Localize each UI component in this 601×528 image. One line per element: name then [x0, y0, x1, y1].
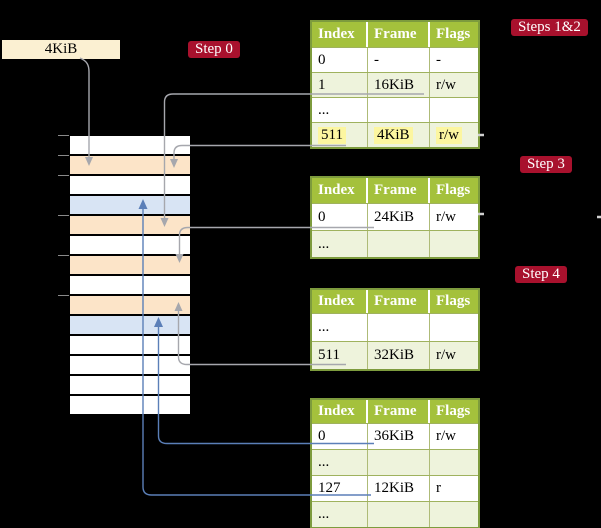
cell-frame: 4KiB [368, 123, 430, 147]
cell-index: 511 [312, 342, 368, 369]
memory-tick [58, 135, 69, 136]
page-table-steps12: Index Frame Flags 0 - - 1 16KiB r/w ... … [310, 20, 480, 149]
physical-memory-stack [70, 136, 190, 416]
cell-frame: 32KiB [368, 342, 430, 369]
edge-mark [478, 133, 601, 219]
cell-index: 1 [312, 73, 368, 97]
col-header-index: Index [312, 178, 368, 203]
memory-row-white [70, 136, 190, 156]
memory-row-white [70, 336, 190, 356]
col-header-index: Index [312, 400, 368, 423]
memory-row-white [70, 376, 190, 396]
col-header-flags: Flags [436, 293, 471, 309]
memory-row-blue [70, 196, 190, 216]
page-table-step4: Index Frame Flags ... 511 32KiB r/w [310, 288, 480, 371]
cell-index: ... [312, 502, 368, 527]
col-header-frame: Frame [368, 22, 430, 47]
memory-tick [58, 215, 69, 216]
table-row-highlighted: 511 4KiB r/w [312, 122, 478, 147]
cell-flags: r/w [436, 347, 456, 363]
cell-frame [368, 450, 430, 475]
table-row: ... [312, 313, 478, 341]
cell-index: 0 [312, 204, 368, 230]
table-header-row: Index Frame Flags [312, 400, 478, 423]
col-header-frame: Frame [368, 178, 430, 203]
memory-tick [58, 255, 69, 256]
cell-flags: r/w [436, 76, 456, 93]
table-row: 0 36KiB r/w [312, 423, 478, 449]
cell-index: 0 [312, 424, 368, 449]
highlight: 511 [318, 126, 346, 144]
cell-flags [430, 231, 478, 257]
memory-row-white [70, 236, 190, 256]
col-header-index: Index [312, 290, 368, 313]
table-header-row: Index Frame Flags [312, 178, 478, 203]
highlight: r/w [436, 126, 462, 144]
table-row: ... [312, 501, 478, 527]
col-header-flags: Flags [436, 26, 471, 42]
cell-flags: - [436, 51, 441, 68]
cell-frame: - [368, 48, 430, 72]
memory-row-orange [70, 156, 190, 176]
memory-tick [58, 295, 69, 296]
cell-flags [430, 450, 478, 475]
badge-step3: Step 3 [520, 156, 572, 173]
table-header-row: Index Frame Flags [312, 22, 478, 47]
col-header-frame: Frame [368, 400, 430, 423]
cell-flags [430, 502, 478, 527]
table-row: 0 24KiB r/w [312, 203, 478, 230]
cell-flags [430, 98, 478, 122]
highlight: 4KiB [374, 126, 413, 144]
cell-frame: 16KiB [368, 73, 430, 97]
cell-flags: r/w [430, 123, 478, 147]
memory-row-blue [70, 316, 190, 336]
col-header-flags: Flags [436, 182, 471, 198]
cell-frame: 36KiB [368, 424, 430, 449]
table-row: ... [312, 230, 478, 257]
badge-step0: Step 0 [188, 41, 240, 58]
cell-index: 0 [312, 48, 368, 72]
cell-index: ... [312, 98, 368, 122]
cell-flags: r [436, 480, 441, 496]
cell-frame: 12KiB [368, 476, 430, 501]
cell-frame [368, 98, 430, 122]
cell-index: 511 [312, 123, 368, 147]
cell-flags [430, 314, 478, 341]
col-header-frame: Frame [368, 290, 430, 313]
memory-row-white [70, 176, 190, 196]
cell-flags: r/w [436, 428, 456, 444]
col-header-flags: Flags [436, 403, 471, 419]
memory-row-orange [70, 216, 190, 236]
cell-frame: 24KiB [368, 204, 430, 230]
cell-frame [368, 231, 430, 257]
memory-row-white [70, 276, 190, 296]
cell-frame [368, 314, 430, 341]
cell-index: 127 [312, 476, 368, 501]
table-row: ... [312, 97, 478, 122]
page-table-step3: Index Frame Flags 0 24KiB r/w ... [310, 176, 480, 259]
memory-row-white [70, 356, 190, 376]
table-row: 511 32KiB r/w [312, 341, 478, 369]
memory-row-orange [70, 296, 190, 316]
memory-row-orange [70, 256, 190, 276]
table-header-row: Index Frame Flags [312, 290, 478, 313]
cell-index: ... [312, 231, 368, 257]
table-row: ... [312, 449, 478, 475]
table-row: 1 16KiB r/w [312, 72, 478, 97]
cell-index: ... [312, 314, 368, 341]
cell-index: ... [312, 450, 368, 475]
table-row: 127 12KiB r [312, 475, 478, 501]
base-address-box: 4KiB [2, 40, 120, 59]
badge-step4: Step 4 [515, 266, 567, 283]
cell-frame [368, 502, 430, 527]
memory-row-white [70, 396, 190, 416]
col-header-index: Index [312, 22, 368, 47]
page-table-final: Index Frame Flags 0 36KiB r/w ... 127 12… [310, 398, 480, 528]
memory-tick [58, 155, 69, 156]
memory-tick [58, 175, 69, 176]
table-row: 0 - - [312, 47, 478, 72]
badge-steps12: Steps 1&2 [511, 19, 588, 36]
cell-flags: r/w [436, 208, 456, 225]
